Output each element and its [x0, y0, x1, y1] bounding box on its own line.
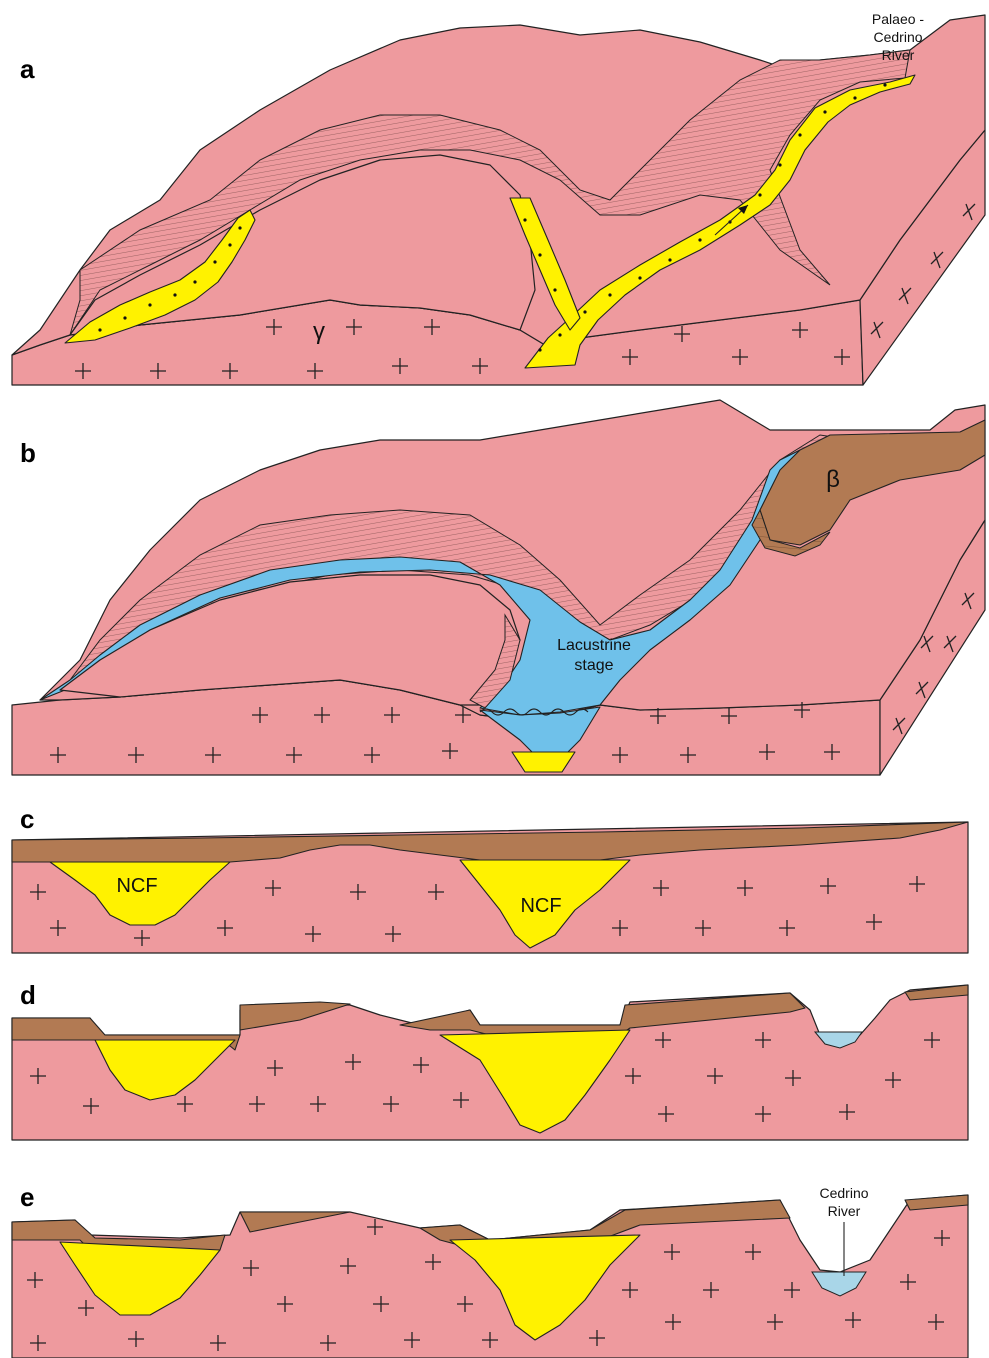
panel-letter-c: c — [20, 804, 34, 834]
panel-e-river-label-line1: Cedrino — [819, 1185, 868, 1201]
panel-a-river-label-line3: River — [882, 47, 915, 63]
panel-c: c NCF NCF — [12, 804, 968, 953]
panel-a-river-label-line1: Palaeo - — [872, 11, 924, 27]
panel-b-beta-symbol: β — [826, 466, 840, 493]
panel-a: a — [12, 11, 985, 385]
panel-c-ncf-right-label: NCF — [520, 895, 561, 917]
panel-a-river-label-line2: Cedrino — [873, 29, 922, 45]
panel-letter-b: b — [20, 438, 36, 468]
panel-b-lake-label-line2: stage — [574, 657, 613, 674]
panel-b-lake-label-line1: Lacustrine — [557, 637, 631, 654]
panel-letter-d: d — [20, 980, 36, 1010]
panel-a-gamma-symbol: γ — [313, 318, 325, 345]
panel-e-river-label-line2: River — [828, 1203, 861, 1219]
panel-b: b β Lacustrine stage — [12, 400, 985, 775]
panel-c-ncf-left-label: NCF — [116, 875, 157, 897]
panel-e: e Cedrino River — [12, 1182, 968, 1358]
panel-d: d — [12, 980, 968, 1140]
panel-letter-a: a — [20, 54, 35, 84]
panel-letter-e: e — [20, 1182, 34, 1212]
